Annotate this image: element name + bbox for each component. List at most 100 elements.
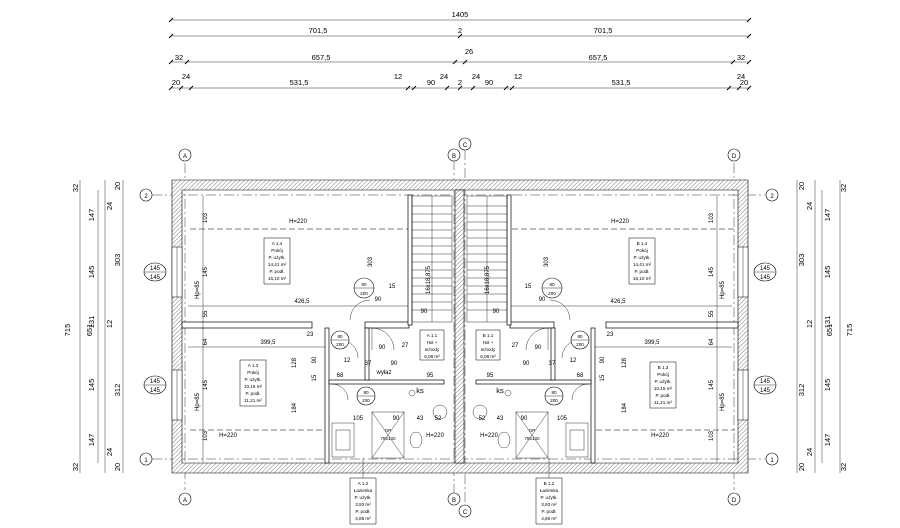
axis-bubbles: A A D D B B C C 2 2 1 1: [139, 137, 779, 518]
svg-text:Hol +: Hol +: [427, 340, 438, 345]
svg-text:27: 27: [512, 343, 519, 349]
ceiling-lines: [190, 228, 735, 431]
svg-text:P. podł.: P. podł.: [356, 509, 371, 514]
svg-text:200: 200: [550, 398, 558, 403]
svg-text:43: 43: [417, 416, 424, 422]
svg-text:64: 64: [203, 338, 209, 345]
svg-text:80: 80: [361, 282, 367, 287]
svg-text:32: 32: [839, 463, 848, 471]
svg-text:P. użytk.: P. użytk.: [354, 495, 371, 500]
svg-text:303: 303: [797, 254, 806, 267]
shower-size-b: 78x140: [524, 436, 540, 441]
svg-text:3,93 m²: 3,93 m²: [355, 502, 371, 507]
svg-text:14,41 m²: 14,41 m²: [633, 262, 652, 267]
svg-text:Pokój: Pokój: [636, 248, 648, 253]
dim-row3-e: 32: [737, 53, 745, 62]
svg-text:145: 145: [150, 266, 161, 272]
dim-row4-c: 531,5: [290, 78, 309, 87]
svg-text:128: 128: [622, 357, 628, 368]
svg-text:10,15 m²: 10,15 m²: [244, 384, 263, 389]
dim-row3-d: 657,5: [589, 53, 608, 62]
axis-a-bottom: A: [183, 498, 187, 504]
svg-text:147: 147: [823, 209, 832, 222]
svg-text:20: 20: [113, 182, 122, 190]
svg-text:14,41 m²: 14,41 m²: [268, 262, 287, 267]
svg-text:H=220: H=220: [480, 433, 499, 439]
svg-text:Pokój: Pokój: [247, 370, 259, 375]
svg-text:184: 184: [292, 402, 298, 413]
svg-text:145: 145: [203, 379, 209, 390]
svg-text:95: 95: [487, 373, 494, 379]
left-dimensions: 715 651 32 147 145 131 145 147 32 20 24 …: [63, 180, 201, 473]
svg-text:145: 145: [150, 275, 161, 281]
svg-text:80: 80: [337, 334, 343, 339]
svg-text:A 1.3: A 1.3: [248, 363, 259, 368]
svg-text:12: 12: [344, 358, 351, 364]
dim-row2-right: 701,5: [594, 26, 613, 35]
svg-text:90: 90: [600, 356, 606, 363]
svg-text:P. podł.: P. podł.: [270, 269, 285, 274]
svg-text:312: 312: [113, 384, 122, 397]
staircase-b: 16x18,875: [466, 195, 508, 323]
svg-text:10,15 m²: 10,15 m²: [654, 386, 673, 391]
dim-row4-f: 90: [427, 78, 435, 87]
svg-text:145: 145: [823, 266, 832, 279]
dim-row4-g: 2: [458, 78, 462, 87]
room-label-a14: A 1.4 Pokój P. użytk. 14,41 m² P. podł. …: [263, 237, 291, 285]
axis-b-top: B: [452, 154, 456, 160]
axis-a-top: A: [183, 154, 187, 160]
svg-text:715: 715: [63, 324, 72, 337]
svg-text:105: 105: [353, 416, 364, 422]
svg-text:P. podł.: P. podł.: [656, 393, 671, 398]
svg-text:15: 15: [600, 374, 606, 381]
svg-text:schody: schody: [481, 347, 496, 352]
svg-text:55: 55: [709, 310, 715, 317]
axis-c-bottom: C: [463, 510, 468, 516]
svg-text:A 1.2: A 1.2: [358, 481, 369, 486]
svg-text:145: 145: [150, 379, 161, 385]
svg-text:90: 90: [493, 309, 500, 315]
svg-text:128: 128: [292, 357, 298, 368]
svg-text:145: 145: [203, 266, 209, 277]
axis-2-left: 2: [144, 194, 148, 200]
svg-text:12: 12: [805, 320, 814, 328]
svg-text:Hp=85: Hp=85: [720, 392, 726, 411]
svg-text:P. użytk.: P. użytk.: [654, 379, 671, 384]
svg-text:103: 103: [709, 430, 715, 441]
svg-text:24: 24: [105, 202, 114, 210]
svg-text:90: 90: [539, 297, 546, 303]
svg-text:303: 303: [368, 256, 374, 267]
exterior-walls: [171, 179, 749, 474]
dim-row3-b: 657,5: [312, 53, 331, 62]
svg-text:90: 90: [421, 309, 428, 315]
svg-text:64: 64: [709, 338, 715, 345]
svg-text:103: 103: [203, 212, 209, 223]
svg-text:Hp=85: Hp=85: [195, 392, 201, 411]
svg-text:P. użytk.: P. użytk.: [540, 495, 557, 500]
svg-text:27: 27: [402, 343, 409, 349]
svg-text:103: 103: [709, 212, 715, 223]
svg-text:23: 23: [307, 332, 314, 338]
svg-text:147: 147: [87, 209, 96, 222]
svg-text:32: 32: [71, 463, 80, 471]
svg-text:11,21 m²: 11,21 m²: [244, 398, 262, 403]
svg-text:15: 15: [525, 284, 532, 290]
svg-text:37: 37: [549, 361, 556, 367]
svg-text:B 1.2: B 1.2: [544, 481, 555, 486]
ks-label-a: ks: [416, 386, 424, 395]
svg-text:145: 145: [760, 275, 771, 281]
svg-text:90: 90: [523, 361, 530, 367]
svg-text:20: 20: [797, 182, 806, 190]
svg-text:Hol +: Hol +: [483, 340, 494, 345]
svg-text:145: 145: [150, 388, 161, 394]
svg-text:schody: schody: [425, 347, 440, 352]
shower-label-a: OP: [385, 428, 392, 433]
svg-text:52: 52: [479, 416, 486, 422]
svg-text:32: 32: [71, 184, 80, 192]
ks-label-b: ks: [496, 386, 504, 395]
svg-text:16,10 m²: 16,10 m²: [268, 276, 287, 281]
svg-text:P. podł.: P. podł.: [635, 269, 650, 274]
hatch-opening-a-1: wyłaz: [375, 370, 391, 376]
svg-text:90: 90: [521, 416, 528, 422]
